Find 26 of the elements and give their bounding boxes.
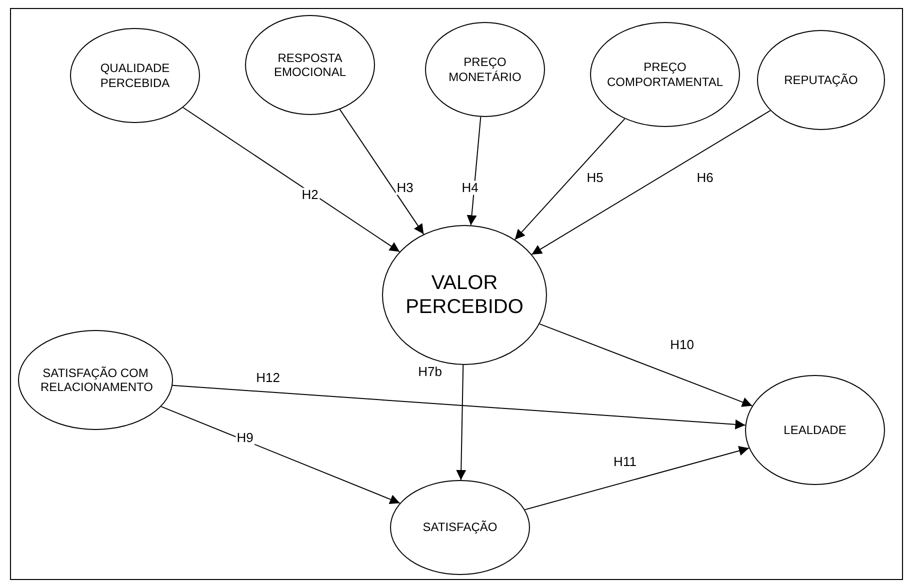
arrow (466, 116, 482, 226)
construct-name: SATISFAÇÃO COM RELACIONAMENTO (40, 366, 150, 394)
construct-name: REPUTAÇÃO (784, 72, 858, 88)
arrow (524, 446, 750, 510)
arrow (182, 107, 400, 252)
hypothesis-label: H7b (417, 364, 443, 380)
arrow (539, 323, 753, 407)
construct-name: LEALDADE (784, 422, 846, 438)
construct-name: VALOR PERCEBIDO (404, 271, 524, 319)
hypothesis-label: H6 (696, 170, 714, 186)
hypothesis-label: H5 (586, 170, 604, 186)
hypothesis-label: H3 (396, 180, 414, 196)
construct-name: SATISFAÇÃO (422, 520, 498, 535)
construct-name: RESPOSTA EMOCIONAL (272, 50, 347, 80)
arrow (339, 108, 424, 235)
arrow (172, 384, 746, 430)
arrow (160, 406, 400, 504)
construct-name: QUALIDADE PERCEBIDA (99, 61, 171, 90)
hypothesis-label: H9 (236, 430, 254, 446)
construct-name: PREÇO MONETÁRIO (448, 55, 522, 84)
construct-name: PREÇO COMPORTAMENTAL (606, 60, 724, 89)
arrow (531, 110, 771, 255)
arrow (456, 364, 466, 480)
hypothesis-label: H10 (669, 338, 695, 352)
hypothesis-label: H4 (460, 180, 480, 196)
arrow (514, 118, 626, 240)
